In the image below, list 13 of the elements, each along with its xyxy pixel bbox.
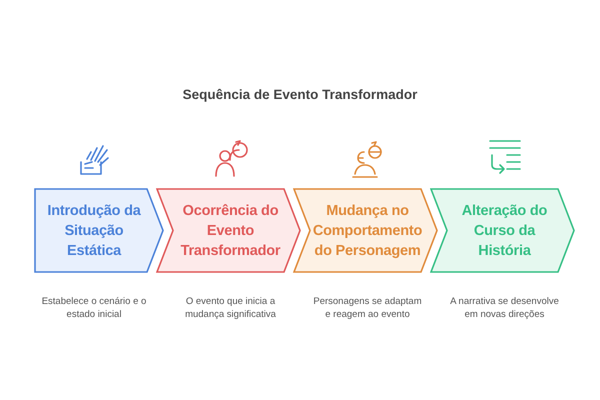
step-title: Ocorrência do Evento Transformador <box>180 202 282 260</box>
chevron-step <box>34 188 164 273</box>
step-description: O evento que inicia a mudança significativa <box>184 295 277 321</box>
step-description: Estabelece o cenário e o estado inicial <box>40 295 148 321</box>
step-title: Introdução da Situação Estática <box>46 202 142 260</box>
step-description: A narrativa se desenvolve em novas direções <box>449 295 560 321</box>
chevron-step <box>430 188 575 273</box>
step-title: Mudança no Comportamento do Personagem <box>312 202 424 260</box>
diagram-title: Sequência de Evento Transformador <box>182 86 418 104</box>
step-description: Personagens se adaptam e reagem ao evento <box>312 295 423 321</box>
step-title: Alteração do Curso da História <box>460 202 548 260</box>
chevron-step <box>156 188 301 273</box>
chevron-step <box>293 188 438 273</box>
